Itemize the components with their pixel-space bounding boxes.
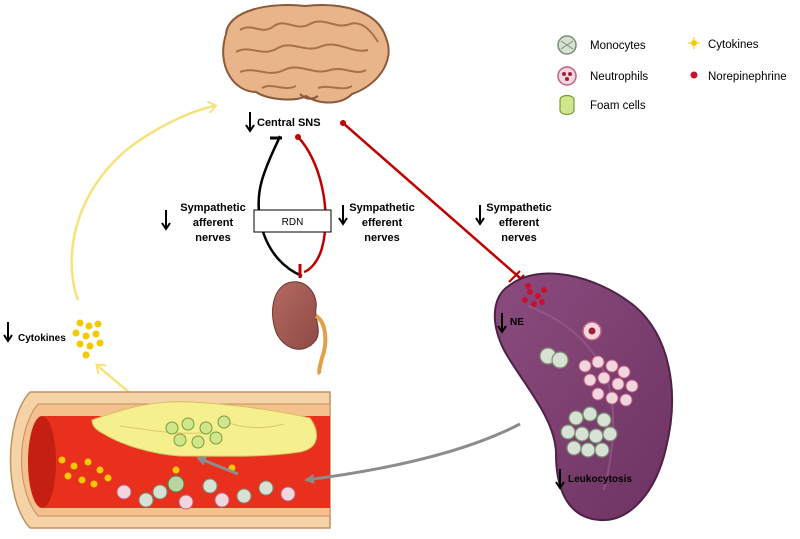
monocyte-icon (557, 35, 577, 55)
svg-text:RDN: RDN (282, 217, 304, 228)
kidney-icon (272, 281, 328, 376)
legend-item-neutrophils: Neutrophils (557, 66, 648, 86)
norepinephrine-icon (690, 71, 698, 79)
svg-text:Central SNS: Central SNS (257, 117, 321, 129)
legend-label-cytokines: Cytokines (708, 39, 759, 51)
spleen-icon (493, 272, 673, 522)
norepinephrine-cluster (522, 283, 547, 307)
blood-vessel (9, 391, 331, 529)
neutrophil-icon (557, 66, 577, 86)
cytokines-label: Cytokines (3, 322, 66, 344)
legend-item-norepinephrine: Norepinephrine (690, 71, 787, 83)
svg-text:Leukocytosis: Leukocytosis (568, 474, 632, 485)
central-sns-label: Central SNS (245, 112, 321, 133)
ne-label: NE (497, 313, 524, 334)
rdn-box: RDN (253, 209, 332, 233)
cytokine-icon (688, 37, 700, 49)
svg-text:nerves: nerves (364, 232, 399, 244)
svg-text:Cytokines: Cytokines (18, 333, 66, 344)
svg-text:Sympathetic: Sympathetic (180, 202, 245, 214)
spleen-cells (539, 321, 639, 458)
legend: Monocytes Cytokines Neutrophils Norepine… (557, 35, 787, 116)
legend-label-monocytes: Monocytes (590, 40, 646, 52)
leukocyte-recruitment-arrow (304, 422, 521, 484)
svg-text:Sympathetic: Sympathetic (349, 202, 414, 214)
svg-text:afferent: afferent (193, 217, 234, 229)
legend-label-norepinephrine: Norepinephrine (708, 71, 787, 83)
foam-cell-icon (559, 94, 575, 116)
leukocytosis-label: Leukocytosis (555, 469, 632, 490)
efferent-nerves-spleen-label: Sympathetic efferent nerves (475, 202, 552, 244)
svg-text:NE: NE (510, 317, 524, 328)
cytokine-pathway-to-brain (70, 106, 214, 301)
afferent-pathway (257, 135, 303, 278)
efferent-pathway-kidney (295, 134, 327, 278)
legend-label-neutrophils: Neutrophils (590, 71, 648, 83)
brain-icon (222, 4, 390, 104)
afferent-nerves-label: Sympathetic afferent nerves (161, 202, 246, 244)
legend-item-foam-cells: Foam cells (559, 94, 646, 116)
legend-item-monocytes: Monocytes (557, 35, 646, 55)
legend-item-cytokines: Cytokines (688, 37, 759, 51)
svg-text:nerves: nerves (501, 232, 536, 244)
svg-text:nerves: nerves (195, 232, 230, 244)
svg-text:efferent: efferent (362, 217, 403, 229)
svg-text:efferent: efferent (499, 217, 540, 229)
cytokine-cluster (72, 319, 104, 359)
efferent-nerves-label: Sympathetic efferent nerves (338, 202, 415, 244)
legend-label-foam-cells: Foam cells (590, 100, 646, 112)
svg-text:Sympathetic: Sympathetic (486, 202, 551, 214)
